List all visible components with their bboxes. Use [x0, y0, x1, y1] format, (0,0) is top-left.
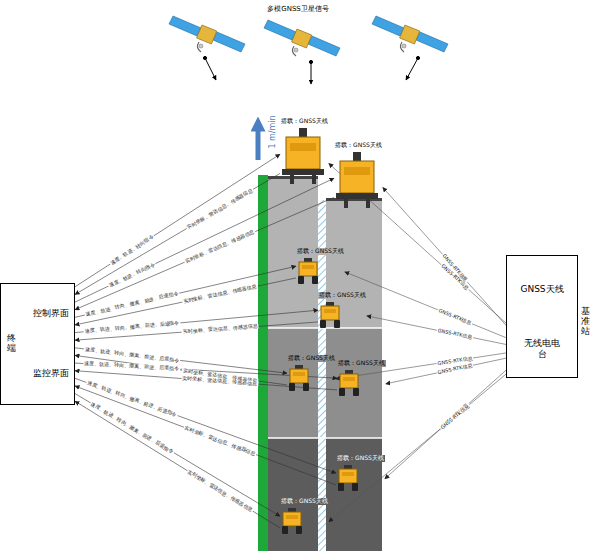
control-link — [75, 154, 280, 287]
control-link — [75, 401, 280, 528]
robot-icon — [337, 369, 361, 397]
satellite — [264, 20, 340, 56]
interface-label: 控制界面 — [33, 308, 69, 319]
robot-icon — [318, 301, 342, 329]
rtk-link — [367, 316, 517, 347]
link-label: 实时坐标、雷达信息、传感器信息 — [182, 284, 258, 305]
station-box: 终端 控制界面监控界面 — [0, 283, 75, 405]
robot-unit: 搭载：GNSS天线 — [336, 445, 385, 492]
link-label: 实时坐标、雷达信息、传感器信息 — [186, 468, 254, 513]
robot-unit: 搭载：GNSS天线 — [334, 132, 383, 209]
signal-arrow — [203, 56, 419, 84]
link-label: GNSS-RTK信息 — [437, 307, 473, 326]
rtk-link — [385, 360, 517, 478]
link-label: 实时坐标、雷达信息、传感器信息 — [183, 425, 257, 457]
robot-label: 搭载：GNSS天线 — [337, 360, 386, 367]
link-label: 速度、轨迹、转向、撤离、前进、后退指令 — [83, 361, 180, 372]
robot-unit: 搭载：GNSS天线 — [280, 488, 329, 535]
interface-label: 监控界面 — [33, 368, 69, 379]
control-link — [75, 378, 336, 473]
robot-icon — [336, 464, 360, 492]
interface-box: 监控界面 — [29, 356, 72, 390]
speed-label: 1 m/min — [268, 115, 277, 148]
control-link — [75, 178, 334, 302]
robot-label: 搭载：GNSS天线 — [336, 455, 385, 462]
robot-icon — [334, 151, 380, 209]
robot-label: 搭载：GNSS天线 — [280, 118, 329, 125]
station-box: 基准站GNSS天线无线电电台 — [506, 255, 578, 378]
rtk-link — [345, 272, 517, 342]
link-label: 实时坐标、雷达信息、传感器信息 — [181, 324, 258, 335]
rtk-link — [386, 356, 517, 384]
robot-label: 搭载：GNSS天线 — [334, 142, 383, 149]
interface-label: GNSS天线 — [520, 284, 563, 295]
control-link — [75, 173, 280, 294]
robot-unit: 搭载：GNSS天线 — [318, 282, 367, 329]
robot-unit: 搭载：GNSS天线 — [337, 350, 386, 397]
robot-unit: 搭载：GNSS天线 — [280, 108, 329, 185]
robot-label: 搭载：GNSS天线 — [296, 248, 345, 255]
rise-arrow — [256, 124, 261, 160]
interface-box: GNSS天线 — [517, 274, 567, 304]
station-title: 基准站 — [581, 307, 590, 337]
control-link — [75, 266, 296, 317]
rtk-link — [336, 351, 517, 379]
rtk-link — [383, 187, 517, 337]
station-title: 终端 — [7, 334, 16, 354]
control-link — [75, 386, 336, 485]
link-label: 速度、轨迹、转向、撤离、前进、后退指令 — [83, 320, 180, 334]
satellite — [372, 16, 448, 52]
link-label: 速度、轨迹、转向、撤离、前进、后退指令 — [84, 291, 180, 318]
robot-label: 搭载：GNSS天线 — [280, 498, 329, 505]
satellite — [169, 16, 245, 52]
robot-icon — [287, 364, 311, 392]
link-label: 速度、轨迹、转向、撤离、前进、后退指令 — [86, 380, 179, 418]
robot-icon — [280, 507, 304, 535]
interface-box: 无线电电台 — [517, 330, 567, 368]
signal-title: 多模GNSS卫星信号 — [267, 4, 329, 14]
robot-unit: 搭载：GNSS天线 — [296, 238, 345, 285]
interface-label: 无线电电台 — [520, 338, 564, 360]
robot-icon — [280, 127, 326, 185]
robot-unit: 搭载：GNSS天线 — [287, 345, 336, 392]
robot-label: 搭载：GNSS天线 — [318, 292, 367, 299]
link-label: GNSS-RTK信息 — [439, 403, 471, 431]
robot-label: 搭载：GNSS天线 — [287, 355, 336, 362]
robot-icon — [296, 257, 320, 285]
link-label: 速度、轨迹、转向指令 — [107, 261, 156, 288]
link-label: 速度、轨迹、转向、撤离、前进、后退指令 — [84, 346, 181, 362]
link-label: 速度、轨迹、转向指令 — [109, 234, 155, 266]
rtk-link — [329, 365, 517, 522]
interface-box: 控制界面 — [29, 296, 72, 330]
link-label: GNSS-RTK信息 — [436, 328, 473, 340]
link-label: 实时坐标、雷达信息、传感器信息 — [186, 187, 255, 230]
link-label: 实时坐标、雷达信息、传感器信息 — [184, 229, 257, 264]
